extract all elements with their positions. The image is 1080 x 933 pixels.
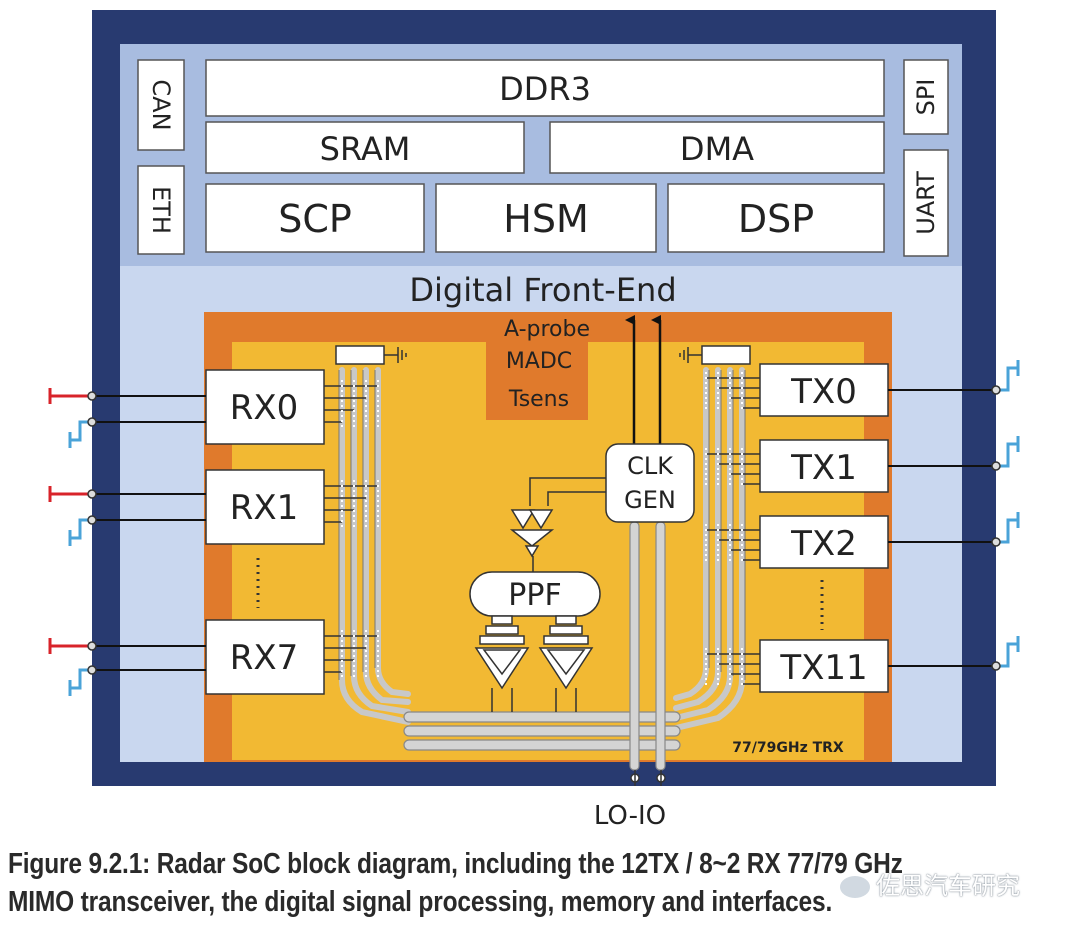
tx11-label: TX11	[779, 648, 867, 688]
right-switch	[701, 345, 751, 365]
can-block	[137, 59, 185, 151]
mixer-right	[538, 615, 594, 690]
caption-line-1: Figure 9.2.1: Radar SoC block diagram, i…	[8, 848, 903, 880]
madc-label: MADC	[506, 349, 572, 374]
mixer-left	[474, 615, 530, 690]
hsm-label: HSM	[503, 197, 588, 241]
rx1-block	[205, 469, 325, 545]
eth-block	[137, 165, 185, 255]
tx1-block	[759, 439, 889, 493]
rx1-label: RX1	[230, 488, 299, 528]
aprobe-label: A-probe	[504, 317, 590, 342]
tx1-label: TX1	[790, 448, 857, 488]
ppf-label: PPF	[508, 578, 561, 613]
clkgen-feed	[529, 477, 606, 506]
trx-label: 77/79GHz TRX	[732, 740, 844, 756]
scp-label: SCP	[278, 197, 352, 241]
uart-label: UART	[912, 171, 940, 235]
sram-block	[205, 121, 525, 174]
caption-line-2: MIMO transceiver, the digital signal pro…	[8, 886, 833, 918]
loio-label: LO-IO	[594, 801, 666, 831]
eth-label: ETH	[147, 186, 175, 234]
lo-bus	[629, 521, 666, 786]
watermark-text: 佐思汽车研究	[876, 872, 1020, 900]
ppf-block	[469, 571, 601, 617]
rx0-block	[205, 369, 325, 445]
right-ground-icon	[679, 347, 702, 363]
clk-label: CLK	[627, 452, 674, 480]
tx2-label: TX2	[790, 524, 857, 564]
left-ground-icon	[384, 347, 407, 363]
tx0-label: TX0	[790, 372, 857, 412]
dma-label: DMA	[680, 130, 754, 168]
dsp-block	[667, 183, 885, 253]
radar-soc-diagram: DDR3 SRAM DMA SCP HSM DSP CAN ETH SPI UA…	[48, 10, 1020, 831]
tx2-block	[759, 515, 889, 569]
ddr3-label: DDR3	[499, 70, 591, 108]
ddr3-block	[205, 59, 885, 117]
tx-antennas	[888, 360, 1020, 668]
scp-block	[205, 183, 425, 253]
right-bus	[673, 367, 745, 731]
dma-block	[549, 121, 885, 174]
rx-antennas	[48, 388, 206, 696]
rx7-block	[205, 619, 325, 695]
dsp-label: DSP	[738, 197, 814, 241]
gen-label: GEN	[624, 486, 676, 514]
wechat-icon	[840, 876, 870, 898]
sram-label: SRAM	[320, 130, 411, 168]
digital-front-end-label: Digital Front-End	[409, 271, 676, 309]
aprobe-block	[486, 312, 588, 420]
lo-amplifier	[509, 509, 555, 558]
figure-caption: Figure 9.2.1: Radar SoC block diagram, i…	[8, 845, 925, 921]
clkgen-block	[605, 443, 695, 523]
uart-block	[903, 149, 949, 257]
left-switch	[335, 345, 385, 365]
rx7-label: RX7	[230, 638, 299, 678]
rx0-label: RX0	[230, 388, 299, 428]
tsens-label: Tsens	[508, 387, 569, 412]
tx11-block	[759, 639, 889, 693]
bottom-bus	[403, 711, 681, 751]
hsm-block	[435, 183, 657, 253]
can-label: CAN	[147, 79, 175, 130]
spi-label: SPI	[912, 79, 940, 116]
spi-block	[903, 59, 949, 135]
watermark: 佐思汽车研究	[840, 866, 1020, 901]
